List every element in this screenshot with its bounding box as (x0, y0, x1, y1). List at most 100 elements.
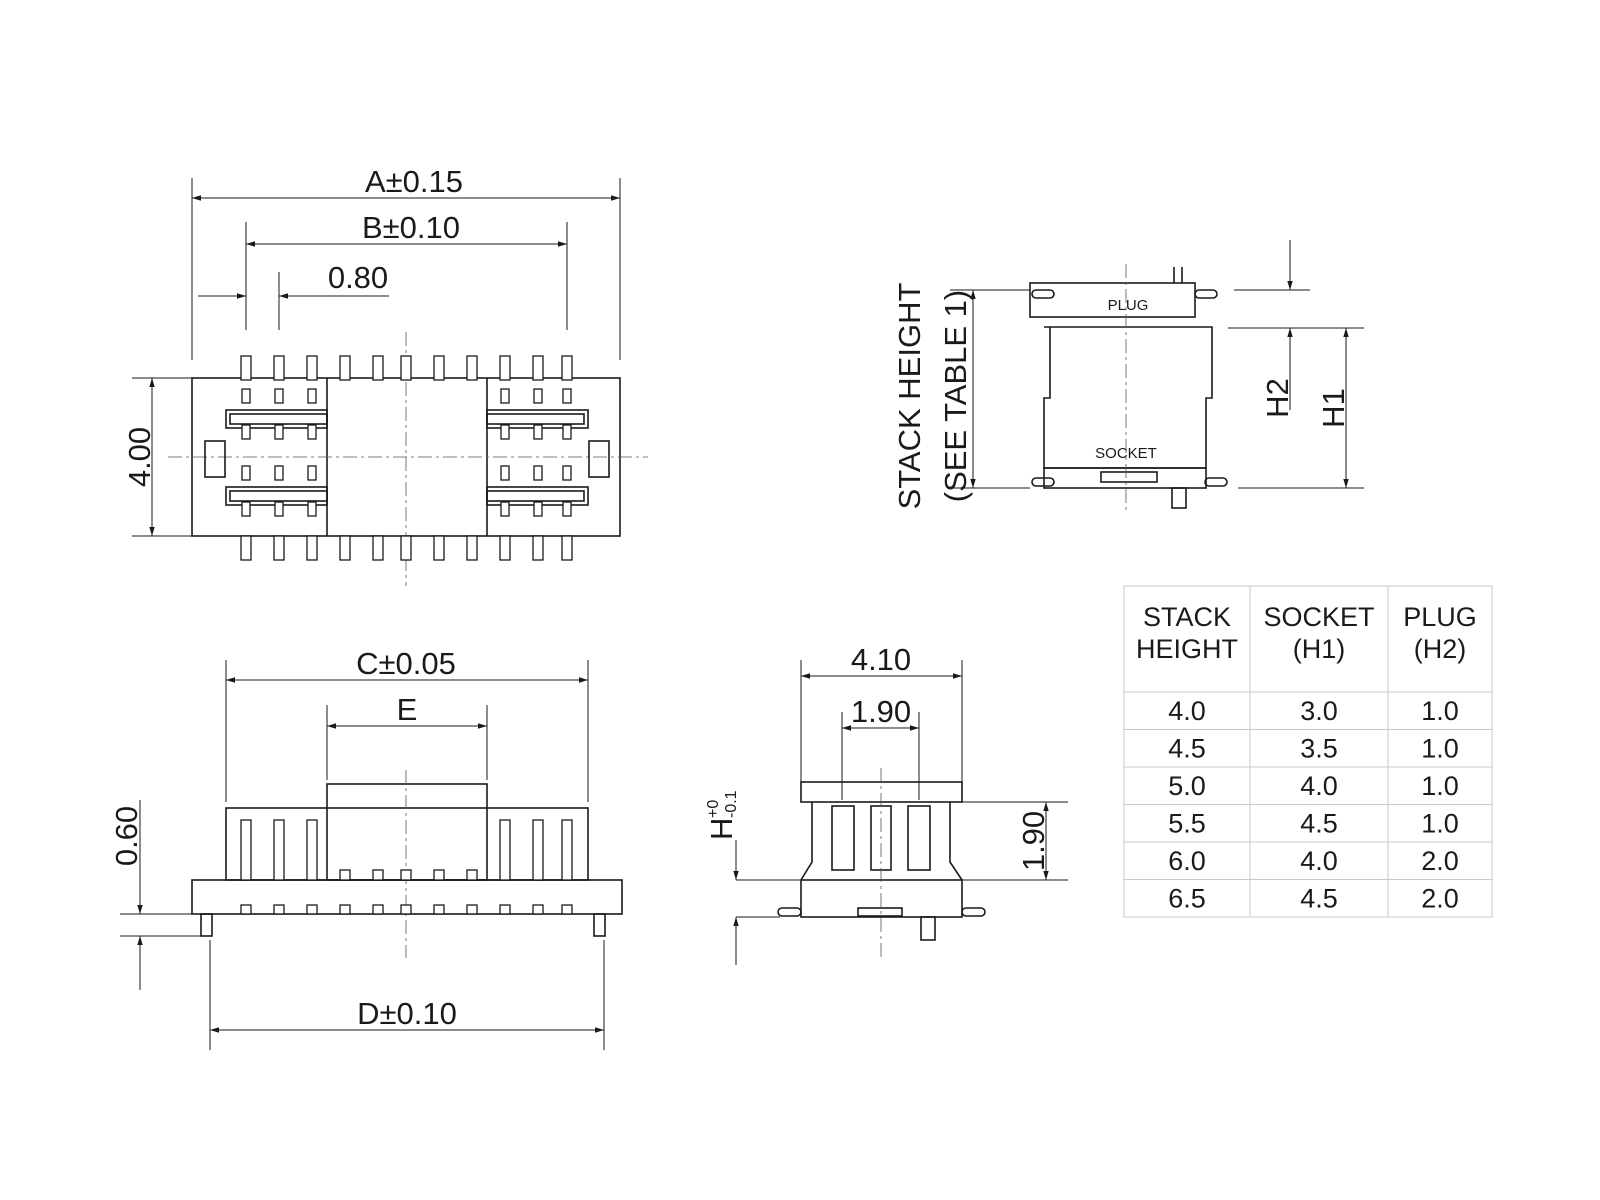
top-pin (433, 355, 445, 381)
bottom-pin (273, 535, 285, 561)
side-contact-mid (339, 869, 351, 881)
contact-pin (241, 501, 251, 517)
contact-pin (307, 465, 317, 481)
contact-pin (533, 465, 543, 481)
table-cell: 1.0 (1421, 771, 1459, 801)
table-cell: 4.0 (1168, 696, 1206, 726)
bottom-pin (306, 535, 318, 561)
side-contact-mid (400, 869, 412, 881)
table-cell: 4.5 (1300, 809, 1338, 839)
dim-d-label: D±0.10 (357, 996, 457, 1031)
dim-height-label: 0.60 (109, 806, 144, 866)
table-cell: 4.0 (1300, 846, 1338, 876)
side-contact (532, 819, 544, 881)
side-foot (433, 904, 445, 915)
top-pin (273, 355, 285, 381)
contact-pin (562, 501, 572, 517)
contact-pin (500, 501, 510, 517)
table-cell: 3.5 (1300, 734, 1338, 764)
table-header: (H1) (1293, 634, 1346, 664)
table-header: HEIGHT (1136, 634, 1238, 664)
contact-pin (533, 501, 543, 517)
bottom-pin (532, 535, 544, 561)
top-view: A±0.15 B±0.10 0.80 4.00 (122, 164, 648, 586)
bottom-pin (466, 535, 478, 561)
side-foot (306, 904, 318, 915)
table-cell: 4.0 (1300, 771, 1338, 801)
bottom-pin (561, 535, 573, 561)
top-pin (339, 355, 351, 381)
table-cell: 1.0 (1421, 734, 1459, 764)
table-cell: 6.0 (1168, 846, 1206, 876)
table-cell: 1.0 (1421, 809, 1459, 839)
stack-subtitle: (SEE TABLE 1) (938, 290, 973, 503)
bottom-pin (433, 535, 445, 561)
top-pin (532, 355, 544, 381)
top-pin (466, 355, 478, 381)
contact-pin (562, 388, 572, 404)
side-contact-mid (466, 869, 478, 881)
table-cell: 5.0 (1168, 771, 1206, 801)
table-cell: 3.0 (1300, 696, 1338, 726)
table-cell: 5.5 (1168, 809, 1206, 839)
side-foot (499, 904, 511, 915)
side-contact (561, 819, 573, 881)
dim-e-label: E (397, 692, 418, 727)
contact-pin (274, 424, 284, 440)
plug-label: PLUG (1108, 297, 1149, 314)
side-contact-mid (433, 869, 445, 881)
table-cell: 2.0 (1421, 846, 1459, 876)
side-view: C±0.05 E D±0.10 0.60 (109, 646, 623, 1050)
table-header: (H2) (1414, 634, 1467, 664)
contact-pin (274, 465, 284, 481)
top-pin (499, 355, 511, 381)
side-foot (240, 904, 252, 915)
dim-c-label: C±0.05 (356, 646, 456, 681)
side-contact (306, 819, 318, 881)
contact-pin (562, 424, 572, 440)
table-cell: 6.5 (1168, 884, 1206, 914)
side-foot (400, 904, 412, 915)
side-foot (339, 904, 351, 915)
contact-pin (274, 388, 284, 404)
table-cell: 2.0 (1421, 884, 1459, 914)
dim-a-label: A±0.15 (365, 164, 463, 199)
dim-width-label: 4.00 (122, 427, 157, 487)
stack-title: STACK HEIGHT (892, 283, 927, 510)
dim-h-tol-plus: +0 (705, 800, 722, 818)
dim-b-label: B±0.10 (362, 210, 460, 245)
bottom-pin (240, 535, 252, 561)
table-header: SOCKET (1263, 602, 1374, 632)
bottom-pin (499, 535, 511, 561)
contact-pin (307, 501, 317, 517)
top-pin (561, 355, 573, 381)
socket-label: SOCKET (1095, 445, 1157, 462)
h1-label: H1 (1316, 388, 1351, 428)
top-view-pins (240, 355, 573, 561)
table-header: PLUG (1403, 602, 1477, 632)
table-header: STACK (1143, 602, 1231, 632)
side-view-pins (240, 819, 573, 915)
dim-h-tol-minus: -0.1 (723, 790, 740, 818)
top-pin (400, 355, 412, 381)
h2-label: H2 (1260, 378, 1295, 418)
bottom-pin (400, 535, 412, 561)
dim-inner-label: 1.90 (851, 694, 911, 729)
dim-right-label: 1.90 (1016, 811, 1051, 871)
side-contact (273, 819, 285, 881)
side-contact (240, 819, 252, 881)
table-cell: 1.0 (1421, 696, 1459, 726)
contact-pin (241, 424, 251, 440)
contact-pin (533, 388, 543, 404)
contact-pin (500, 388, 510, 404)
dim-h-label: H (704, 818, 739, 840)
end-view: 4.10 1.90 H +0 -0.1 1.90 (704, 642, 1068, 965)
side-foot (372, 904, 384, 915)
bottom-pin (372, 535, 384, 561)
side-foot (466, 904, 478, 915)
dim-pitch-label: 0.80 (328, 260, 388, 295)
contact-pin (562, 465, 572, 481)
side-foot (273, 904, 285, 915)
